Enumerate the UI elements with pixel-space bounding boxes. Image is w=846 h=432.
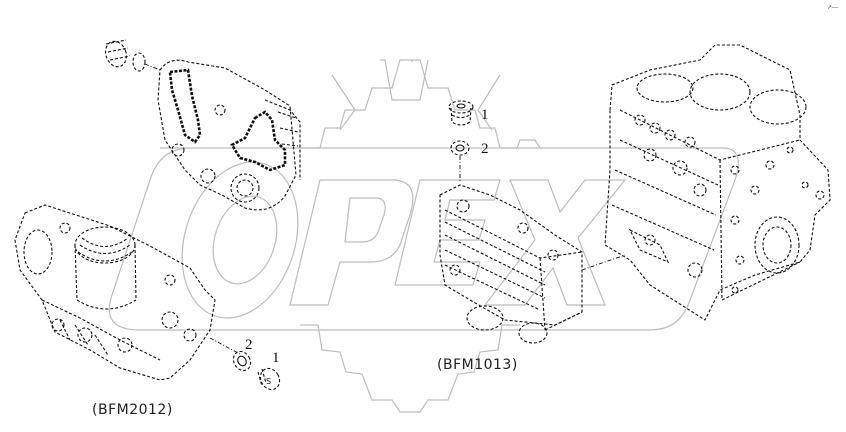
plug-screw-left-icon [259,367,281,391]
opex-letter-e [394,179,501,286]
opex-letter-x [483,179,627,306]
crankshaft-bore [754,216,800,274]
corner-mark: ↗— [826,5,838,11]
svg-text:S: S [266,377,271,386]
oil-cooler-housing-bfm2012: S [14,204,281,391]
crankcase-block [604,44,831,321]
opex-watermark [108,59,739,413]
callout-1-bfm1013: 1 [481,107,489,123]
opex-letter-p [289,179,414,306]
filter-bore [74,226,136,264]
gasket-outline-left [168,68,202,144]
plug-screw-mid-icon [448,100,474,114]
opex-letter-o [108,147,739,331]
callout-2-bfm1013: 2 [481,141,489,157]
sealing-ring-icon [132,52,146,72]
assembly-label-bfm2012: (BFM2012) [92,402,173,418]
gasket-outline-right [230,110,287,172]
callout-2-bfm2012: 2 [245,337,253,353]
sealing-ring-left-icon [232,350,252,372]
callout-1-bfm2012: 1 [272,350,280,366]
sealing-ring-mid-icon [450,140,470,156]
assembly-label-bfm1013: (BFM1013) [437,357,518,373]
front-cover-assembly [105,39,301,211]
oil-cooler-bfm1013 [439,100,626,344]
